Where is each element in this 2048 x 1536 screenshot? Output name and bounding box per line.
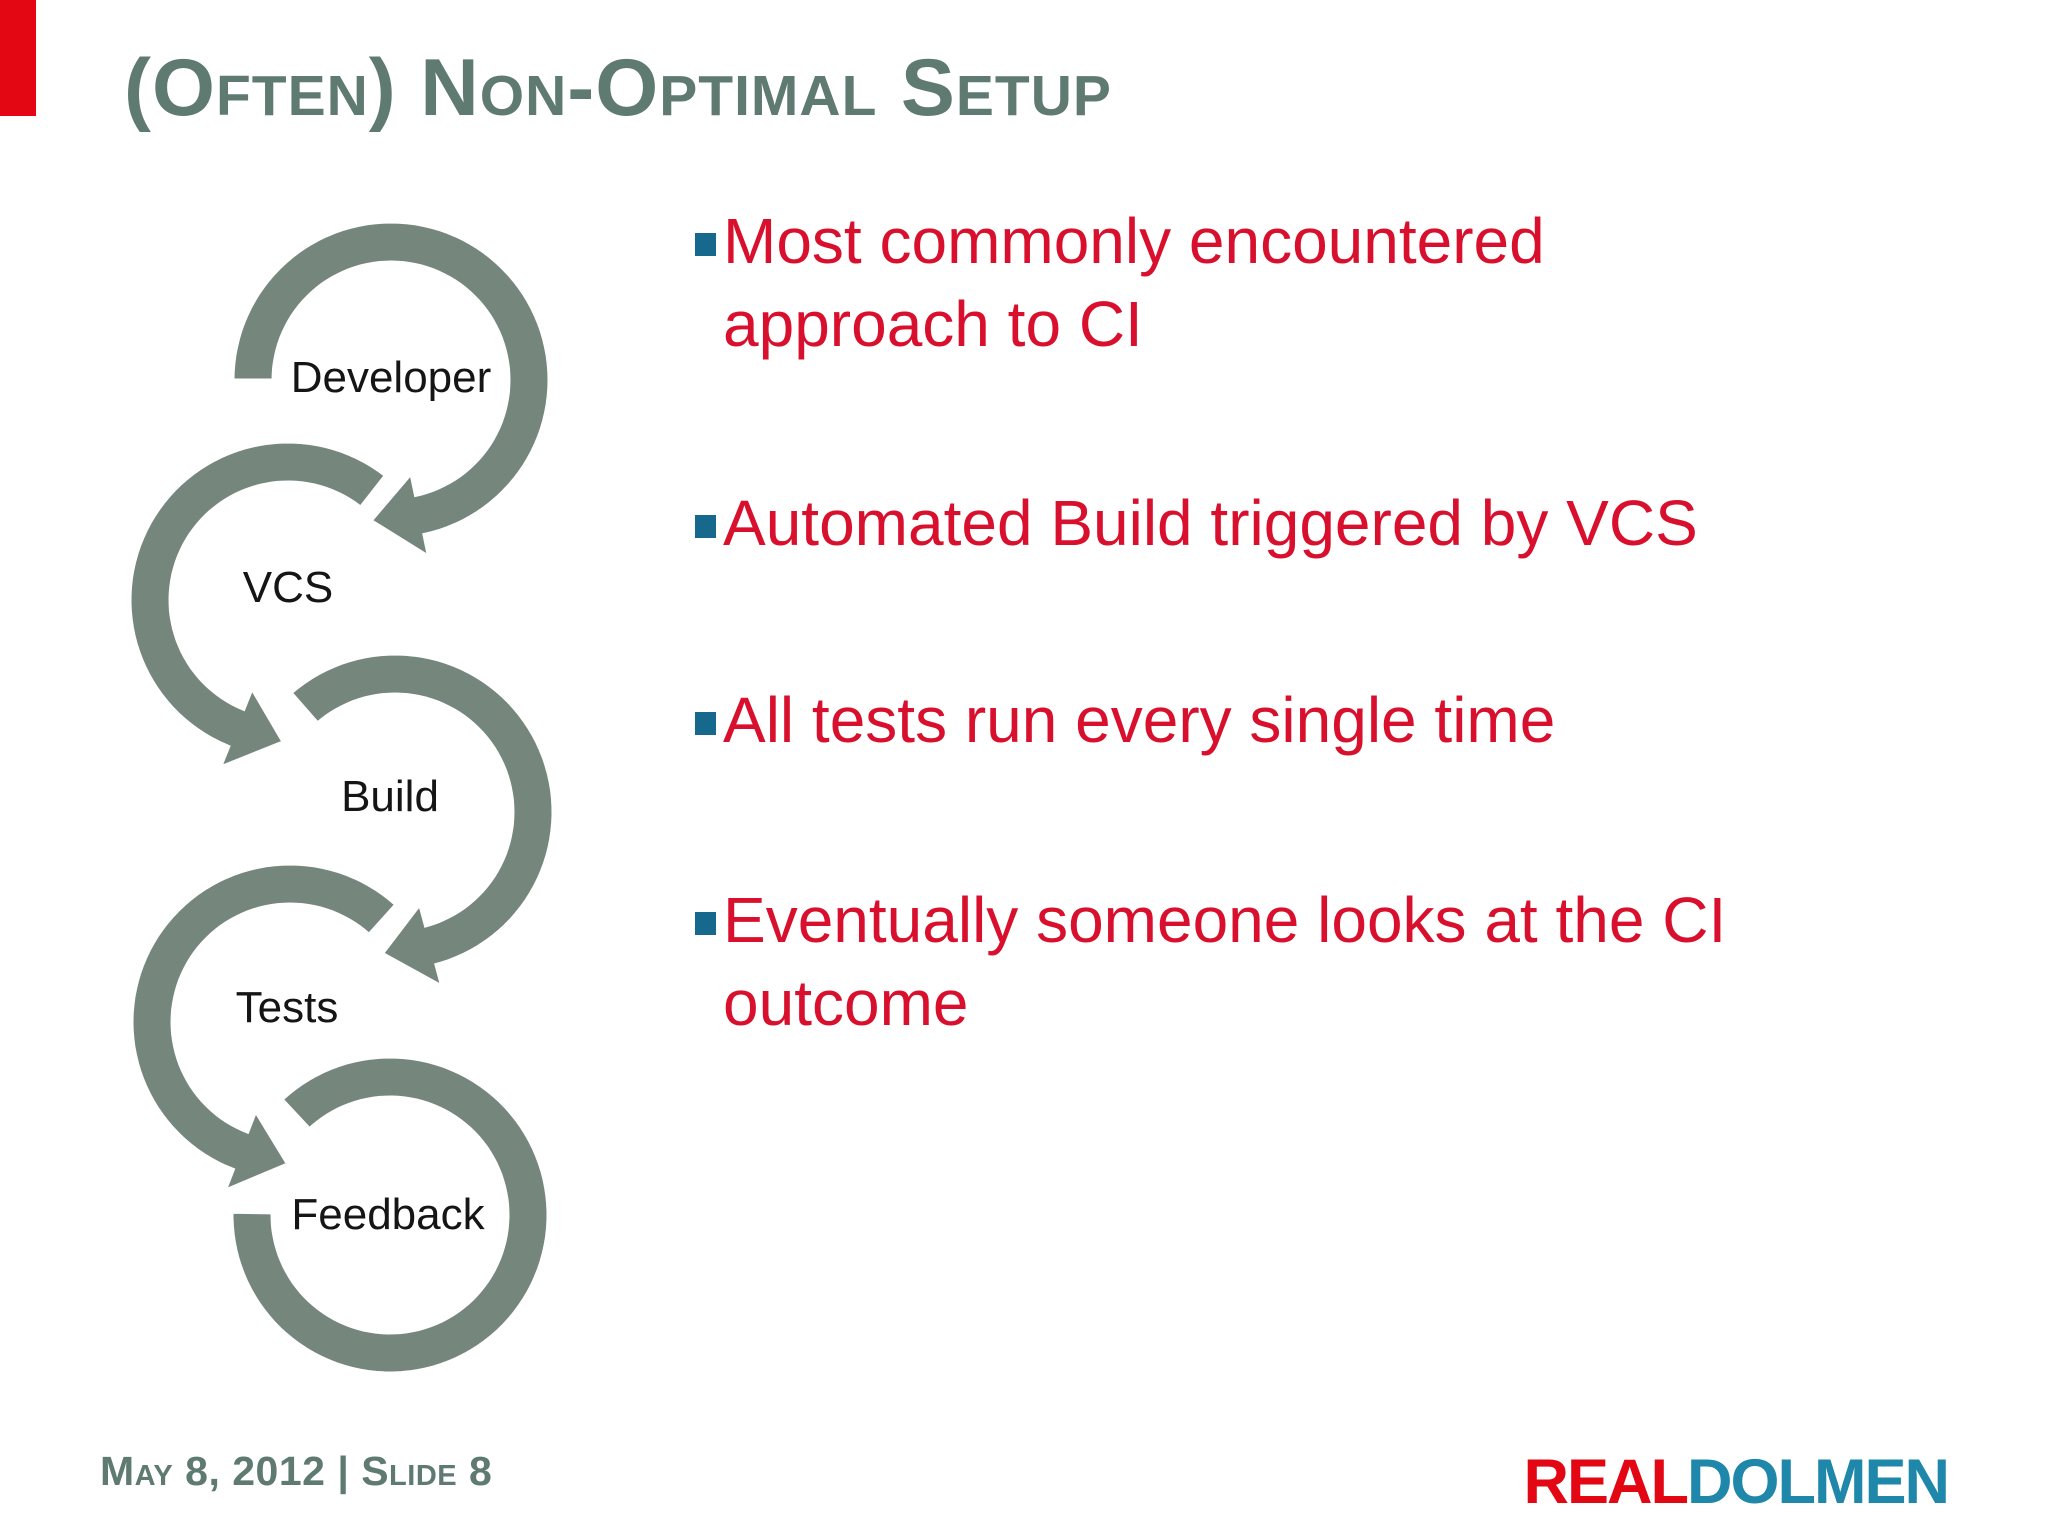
bullet-line: Eventually someone looks at the CI (723, 884, 1727, 956)
stage-label-tests: Tests (235, 983, 339, 1032)
cycle-arrow-vcs (128, 440, 388, 770)
bullet-line: outcome (723, 967, 969, 1039)
bullet-line: Automated Build triggered by VCS (723, 487, 1698, 559)
realdolmen-logo: REALDOLMEN (1524, 1451, 1950, 1514)
bullet-text: Eventually someone looks at the CI outcom… (723, 879, 1726, 1045)
bullet-text: Most commonly encountered approach to CI (723, 200, 1545, 366)
cycle-arrow-build (289, 652, 555, 989)
red-accent-bar (0, 0, 36, 116)
cycle-arrow-developer (231, 220, 551, 560)
cycle-arrow-tests (130, 862, 398, 1193)
bullet-text: Automated Build triggered by VCS (723, 482, 1698, 565)
cycle-arrow-feedback (230, 1055, 550, 1375)
bullet-text: All tests run every single time (723, 679, 1555, 762)
bullet-marker (695, 233, 716, 256)
footer-date-slide: May 8, 2012 | Slide 8 (100, 1448, 493, 1494)
slide-title: (Often) Non-Optimal Setup (124, 43, 1112, 133)
bullet-line: All tests run every single time (723, 684, 1556, 756)
logo-real: REAL (1523, 1447, 1689, 1517)
stage-label-build: Build (341, 772, 439, 821)
bullet-marker (695, 515, 716, 538)
stage-label-developer: Developer (290, 353, 492, 402)
stage-label-vcs: VCS (242, 563, 334, 612)
stage-label-feedback: Feedback (291, 1190, 485, 1239)
bullet-line: Most commonly encountered (723, 205, 1545, 277)
bullet-marker (695, 712, 716, 735)
logo-dolmen: DOLMEN (1687, 1447, 1950, 1517)
bullet-line: approach to CI (723, 288, 1143, 360)
bullet-marker (695, 912, 716, 935)
